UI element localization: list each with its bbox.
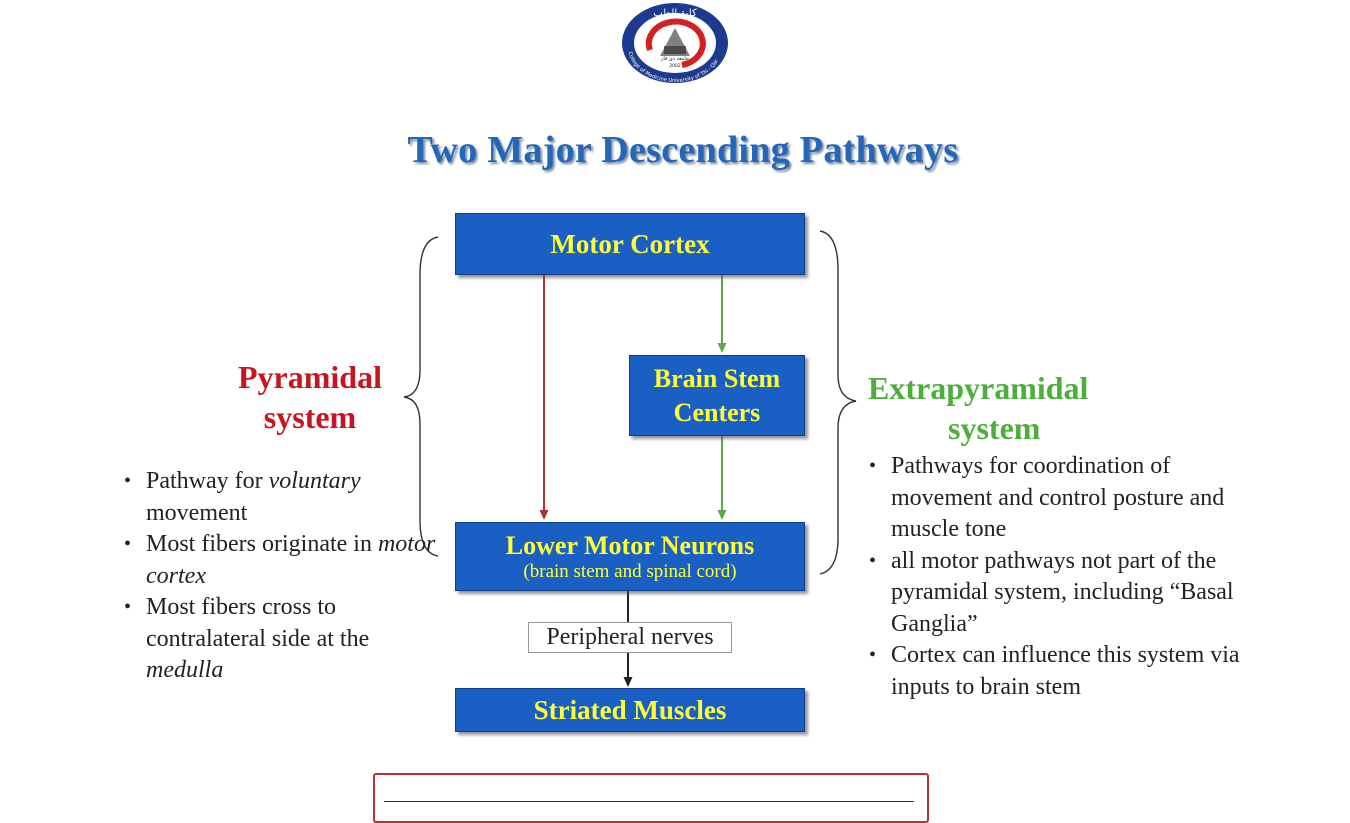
motor-cortex-label: Motor Cortex — [550, 228, 710, 259]
footer-divider — [384, 801, 914, 802]
brain-stem-label-line1: Brain Stem — [653, 363, 781, 393]
pyramidal-title: Pyramidal system — [200, 357, 420, 437]
brain-stem-label-line2: Centers — [673, 397, 761, 427]
extrapyramidal-brace — [819, 230, 857, 575]
pyramidal-title-line1: Pyramidal — [238, 359, 382, 395]
list-item: Cortex can influence this system via inp… — [869, 640, 1269, 703]
pyramidal-bullets: Pathway for voluntary movement Most fibe… — [124, 466, 444, 687]
extrapyramidal-title-line1: Extrapyramidal — [868, 370, 1089, 406]
striated-muscles-box: Striated Muscles — [455, 688, 805, 732]
footer-box — [373, 773, 929, 823]
extrapyramidal-arrowhead-1 — [717, 343, 727, 353]
motor-cortex-box: Motor Cortex — [455, 213, 805, 275]
list-item: Pathway for voluntary movement — [124, 466, 444, 529]
list-item: Most fibers cross to contralateral side … — [124, 592, 444, 687]
nerve-arrowhead — [623, 677, 633, 687]
slide-title: Two Major Descending Pathways — [407, 129, 959, 171]
lower-motor-label: Lower Motor Neurons — [505, 530, 755, 560]
list-item: Most fibers originate in motor cortex — [124, 529, 444, 592]
extrapyramidal-arrowhead-2 — [717, 510, 727, 520]
pyramidal-arrowhead — [539, 510, 549, 520]
striated-muscles-label: Striated Muscles — [533, 694, 727, 725]
list-item: Pathways for coordination of movement an… — [869, 451, 1269, 546]
logo-arabic-subtext: جامعة ذي قار — [660, 56, 689, 62]
lower-motor-sublabel: (brain stem and spinal cord) — [523, 560, 737, 582]
peripheral-nerves-label: Peripheral nerves — [528, 622, 732, 653]
extrapyramidal-title-line2: system — [948, 410, 1041, 446]
extrapyramidal-bullets: Pathways for coordination of movement an… — [869, 451, 1269, 703]
extrapyramidal-title: Extrapyramidal system — [868, 368, 1148, 448]
lower-motor-neurons-box: Lower Motor Neurons (brain stem and spin… — [455, 522, 805, 591]
pyramidal-title-line2: system — [263, 399, 357, 435]
logo-arabic-text: كلية الطب — [653, 8, 697, 19]
logo-year: 2002 — [669, 63, 681, 69]
college-logo: كلية الطب جامعة ذي قار 2002 College of M… — [622, 3, 728, 84]
list-item: all motor pathways not part of the pyram… — [869, 546, 1269, 641]
brain-stem-box: Brain Stem Centers — [629, 355, 805, 436]
